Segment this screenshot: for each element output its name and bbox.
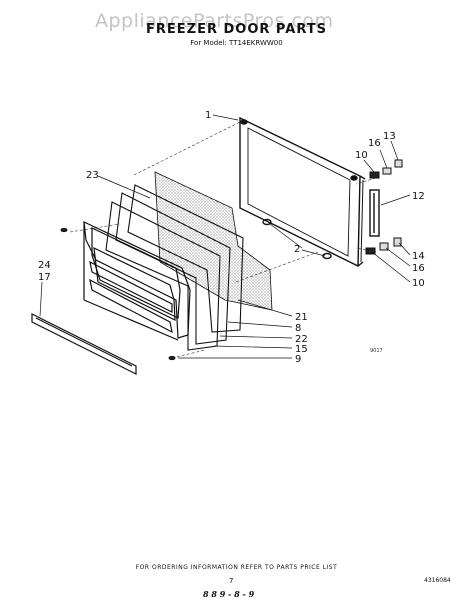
outer-door-panel <box>239 116 366 268</box>
door-handle <box>369 189 380 237</box>
callout-14: 14 <box>412 251 425 262</box>
callout-2: 2 <box>294 244 300 255</box>
ordering-note: FOR ORDERING INFORMATION REFER TO PARTS … <box>135 564 338 571</box>
callout-8: 8 <box>295 323 301 334</box>
callout-22: 22 <box>295 334 308 345</box>
watermark: AppliancePartsPros.com <box>95 10 334 32</box>
callout-17: 17 <box>38 272 51 283</box>
callout-24: 24 <box>38 260 51 271</box>
callout-10-bottom: 10 <box>412 278 425 289</box>
model-label: For Model: TT14EKRWW00 <box>190 39 283 47</box>
callout-9: 9 <box>295 354 301 365</box>
leader-lines <box>39 114 411 359</box>
callout-23: 23 <box>86 170 99 181</box>
callout-labels: 1 23 2 13 16 10 12 14 16 10 24 17 21 8 2… <box>38 110 425 365</box>
callout-21: 21 <box>295 312 308 323</box>
hinge-hardware <box>365 159 403 255</box>
insulation-pad <box>154 171 273 311</box>
inner-door <box>83 221 191 341</box>
callout-15: 15 <box>295 344 308 355</box>
document-number: 4316084 <box>424 577 451 584</box>
figure-code: 9017 <box>370 348 383 354</box>
callout-10-top: 10 <box>355 150 368 161</box>
door-shelf <box>31 313 137 375</box>
page-number: 7 <box>229 577 234 585</box>
date-mark: 8 8 9 - 8 - 9 <box>203 589 255 599</box>
callout-16-bottom: 16 <box>412 263 425 274</box>
callout-16-top: 16 <box>368 138 381 149</box>
callout-13: 13 <box>383 131 396 142</box>
page-title: FREEZER DOOR PARTS <box>146 22 327 37</box>
callout-1: 1 <box>205 110 211 121</box>
callout-12: 12 <box>412 191 425 202</box>
screw <box>60 227 176 361</box>
